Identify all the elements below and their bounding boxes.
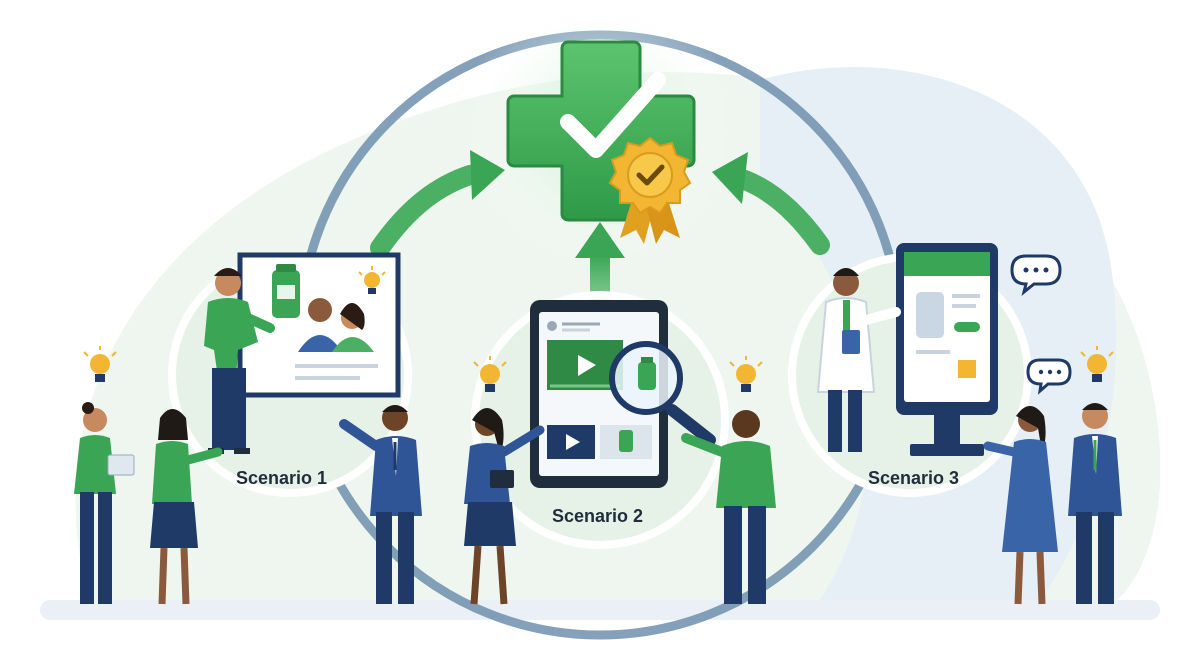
doctor-figure — [816, 268, 901, 452]
magnifier-icon — [609, 341, 716, 446]
arrow-right-to-center — [712, 152, 830, 255]
scenario-3-label: Scenario 3 — [868, 468, 960, 488]
lightbulb-icon — [473, 356, 507, 392]
scenario-1-label: Scenario 1 — [236, 468, 328, 488]
person-man-green-shirt-pointing — [681, 410, 776, 604]
presenter-man-green-shirt — [204, 268, 275, 454]
approval-seal-icon — [608, 136, 692, 244]
speech-bubble-icon — [1010, 254, 1062, 296]
person-woman-clipboard — [74, 402, 135, 604]
person-woman-blue-dress — [983, 406, 1058, 605]
digital-kiosk-icon — [896, 243, 998, 456]
person-woman-tablet — [464, 408, 545, 605]
lightbulb-icon — [358, 266, 386, 294]
person-man-suit-standing — [1068, 403, 1122, 604]
arrow-left-to-center — [370, 150, 505, 258]
person-man-suit-pointing — [339, 405, 422, 604]
scenario-2-label: Scenario 2 — [552, 506, 644, 526]
speech-bubble-icon — [1026, 358, 1072, 395]
person-woman-pointing — [150, 409, 223, 605]
lightbulb-icon — [1080, 346, 1114, 382]
lightbulb-icon — [83, 346, 117, 382]
lightbulb-icon — [729, 356, 763, 392]
